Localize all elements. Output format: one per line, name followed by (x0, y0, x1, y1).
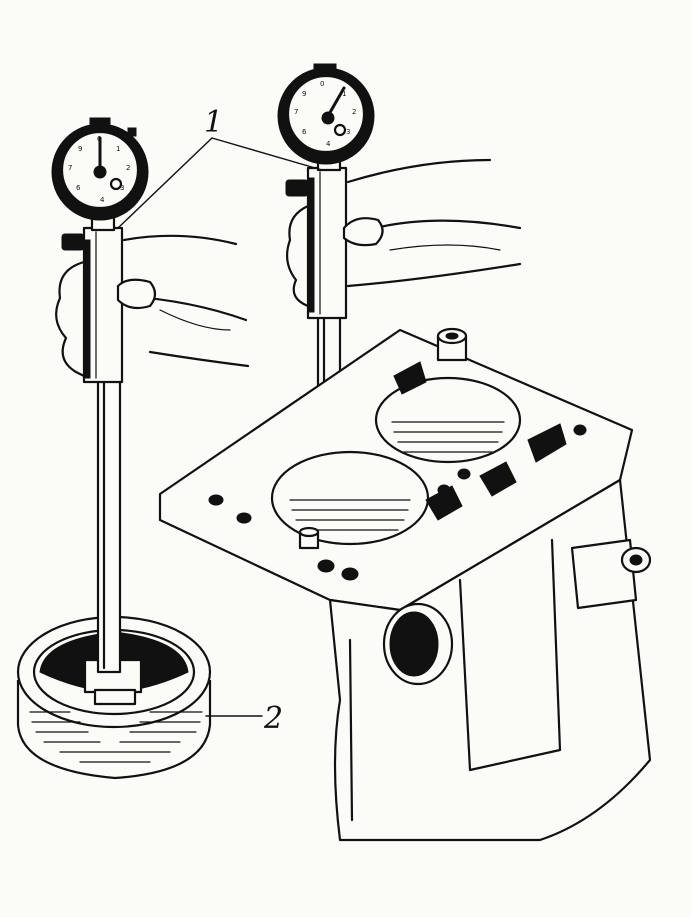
svg-text:4: 4 (100, 196, 105, 204)
callout-2: 2 (205, 701, 283, 736)
svg-text:2: 2 (352, 108, 356, 116)
left-bore-gauge: 0 1 2 3 4 6 7 9 (51, 117, 149, 674)
svg-text:3: 3 (120, 184, 124, 192)
right-dial-numbers: 0 1 2 3 4 6 7 9 (294, 80, 356, 148)
callout-1: 1 (117, 105, 323, 229)
right-hand (285, 158, 522, 308)
svg-text:0: 0 (320, 80, 324, 88)
svg-text:6: 6 (302, 128, 307, 136)
svg-text:2: 2 (126, 164, 130, 172)
svg-text:1: 1 (116, 145, 120, 153)
svg-text:6: 6 (76, 184, 81, 192)
svg-text:4: 4 (326, 140, 331, 148)
svg-text:3: 3 (346, 128, 350, 136)
callout-label-2: 2 (263, 701, 283, 736)
cylinder-block-icon (158, 327, 652, 842)
svg-text:1: 1 (342, 90, 346, 98)
svg-text:9: 9 (302, 90, 306, 98)
left-hand (55, 234, 250, 378)
svg-text:7: 7 (294, 108, 298, 116)
side-boss-icon (570, 538, 652, 610)
svg-text:7: 7 (68, 164, 72, 172)
callout-label-1: 1 (204, 105, 223, 140)
svg-text:9: 9 (78, 145, 82, 153)
stud-icon (436, 327, 468, 362)
